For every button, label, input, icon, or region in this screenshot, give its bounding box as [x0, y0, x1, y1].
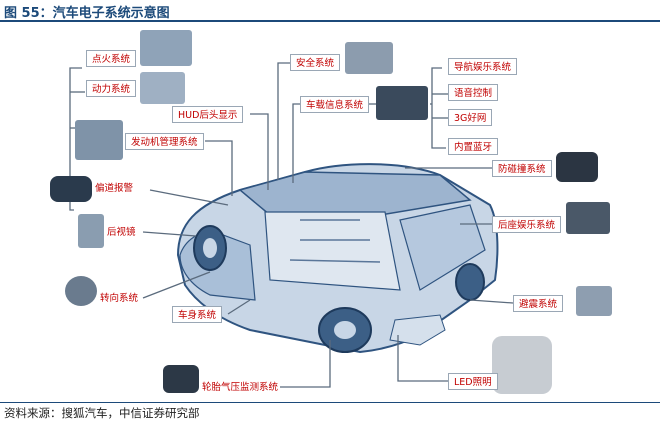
- label-suspension-system: 避震系统: [513, 295, 564, 312]
- label-lane-warning: 偏道报警: [95, 183, 134, 194]
- label-led-lighting: LED照明: [448, 373, 498, 390]
- label-power-system: 动力系统: [86, 80, 137, 97]
- car-illustration: [176, 163, 499, 354]
- label-bluetooth: 内置蓝牙: [448, 138, 499, 155]
- label-steering-system: 转向系统: [100, 293, 139, 304]
- label-body-system: 车身系统: [172, 306, 223, 323]
- mirror-image: [78, 214, 104, 248]
- infotainment-unit-image: [376, 86, 428, 120]
- label-rear-mirror: 后视镜: [107, 227, 136, 238]
- led-bulb-image: [492, 336, 552, 394]
- header-rule: [0, 20, 660, 22]
- source-note: 资料来源：搜狐汽车，中信证券研究部: [4, 406, 200, 420]
- label-voice-control: 语音控制: [448, 84, 499, 101]
- label-navigation-entertainment: 导航娱乐系统: [448, 58, 518, 75]
- steering-image: [65, 276, 97, 306]
- label-safety-system: 安全系统: [290, 54, 341, 71]
- rear-screen-image: [566, 202, 610, 234]
- safety-part-image: [345, 42, 393, 74]
- figure-title: 图 55：汽车电子系统示意图: [4, 6, 170, 21]
- label-engine-management: 发动机管理系统: [125, 133, 204, 150]
- label-anti-collision: 防碰撞系统: [492, 160, 552, 177]
- label-tpms: 轮胎气压监测系统: [202, 382, 279, 393]
- engine-part-image: [75, 120, 123, 160]
- power-part-image: [140, 72, 185, 104]
- footer-rule: [0, 402, 660, 403]
- label-infotainment-system: 车载信息系统: [300, 96, 370, 113]
- lane-sensor-image: [50, 176, 92, 202]
- label-ignition-system: 点火系统: [86, 50, 137, 67]
- label-rear-entertainment: 后座娱乐系统: [492, 216, 562, 233]
- ignition-part-image: [140, 30, 192, 66]
- radar-sensor-image: [556, 152, 598, 182]
- tpms-device-image: [163, 365, 199, 393]
- label-3g-network: 3G好网: [448, 109, 493, 126]
- shock-absorber-image: [576, 286, 612, 316]
- label-hud-display: HUD后头显示: [172, 106, 244, 123]
- connector-lines: [69, 62, 514, 388]
